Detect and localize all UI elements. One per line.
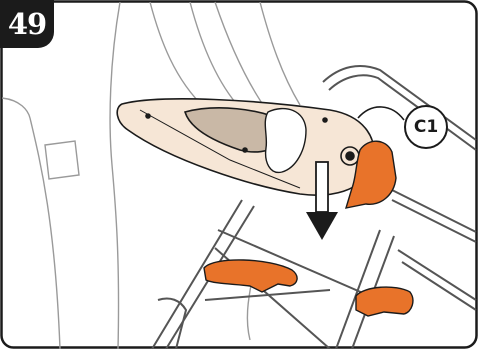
right-adapter — [356, 287, 413, 316]
step-number: 49 — [8, 7, 46, 41]
seat-unit — [117, 99, 374, 195]
callout-c1: C1 — [404, 105, 448, 149]
callout-label: C1 — [414, 117, 438, 137]
callout-leader — [358, 107, 404, 120]
step-number-badge: 49 — [0, 0, 54, 48]
